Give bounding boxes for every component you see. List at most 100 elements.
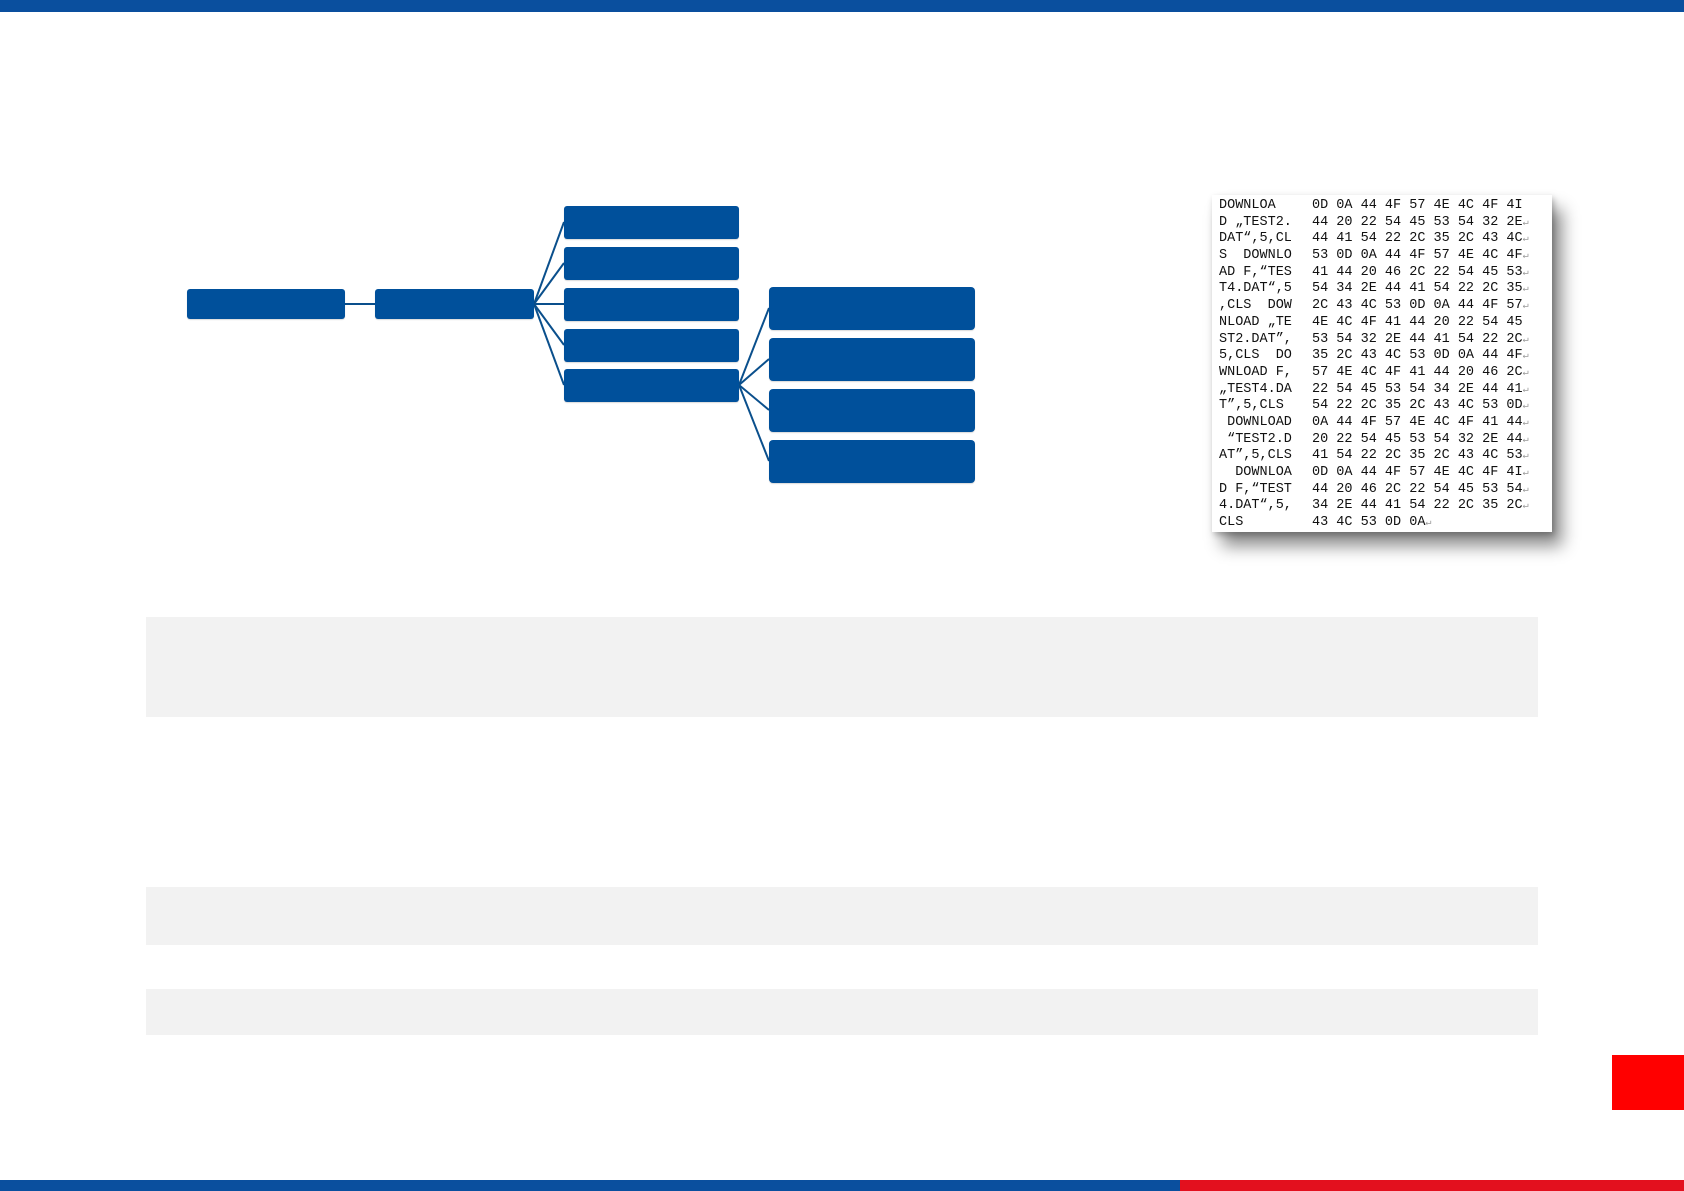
hierarchy-diagram <box>0 0 1684 560</box>
bottom-accent-bar <box>1180 1180 1684 1191</box>
hex-dump-row: NLOAD „TE 4E 4C 4F 41 44 20 22 54 45 <box>1219 315 1552 332</box>
hex-dump-row: DOWNLOA 0D 0A 44 4F 57 4E 4C 4F 4I↵ <box>1219 465 1552 482</box>
connector-second-b5 <box>533 303 565 386</box>
hex-dump-bytes: 44 20 22 54 45 53 54 32 2E↵ <box>1312 215 1548 232</box>
hex-dump-row: WNLOAD F, 57 4E 4C 4F 41 44 20 46 2C↵ <box>1219 365 1552 382</box>
hex-dump-byte-values: 44 41 54 22 2C 35 2C 43 4C <box>1312 231 1523 247</box>
hex-dump-text: T4.DAT“,5 <box>1219 281 1292 297</box>
bottom-brand-bar <box>0 1180 1180 1191</box>
top-brand-bar <box>0 0 1684 12</box>
hex-dump-text: AT”,5,CLS <box>1219 448 1292 464</box>
hex-dump-byte-values: 53 0D 0A 44 4F 57 4E 4C 4F <box>1312 248 1523 264</box>
node-level-3-item-4 <box>564 329 739 362</box>
line-break-mark: ↵ <box>1522 384 1529 396</box>
node-level-4-item-4 <box>769 440 975 483</box>
hex-dump-bytes: 54 22 2C 35 2C 43 4C 53 0D↵ <box>1312 398 1548 415</box>
hex-dump-byte-values: 0D 0A 44 4F 57 4E 4C 4F 4I <box>1312 465 1523 480</box>
hex-dump-row: T4.DAT“,5 54 34 2E 44 41 54 22 2C 35↵ <box>1219 281 1552 298</box>
hex-dump-text: NLOAD „TE <box>1219 314 1292 330</box>
connector-second-b4 <box>533 303 565 346</box>
line-break-mark: ↵ <box>1425 518 1432 530</box>
node-root <box>187 289 345 319</box>
hex-dump-text: D F,“TEST <box>1219 481 1292 497</box>
content-band-3 <box>146 989 1538 1035</box>
hex-dump-bytes: 20 22 54 45 53 54 32 2E 44↵ <box>1312 432 1548 449</box>
line-break-mark: ↵ <box>1522 351 1529 363</box>
hex-dump-text: DOWNLOA <box>1219 198 1276 213</box>
node-level-4-item-1 <box>769 287 975 330</box>
hex-dump-bytes: 44 41 54 22 2C 35 2C 43 4C↵ <box>1312 231 1548 248</box>
line-break-mark: ↵ <box>1522 301 1529 313</box>
hex-dump-byte-values: 53 54 32 2E 44 41 54 22 2C <box>1312 331 1523 347</box>
node-level-4-item-3 <box>769 389 975 432</box>
hex-dump-byte-values: 0A 44 4F 57 4E 4C 4F 41 44 <box>1312 414 1523 430</box>
hex-dump-bytes: 53 54 32 2E 44 41 54 22 2C↵ <box>1312 332 1548 349</box>
hex-dump-row: DOWNLOA 0D 0A 44 4F 57 4E 4C 4F 4I <box>1219 198 1552 215</box>
hex-dump-panel: DOWNLOA 0D 0A 44 4F 57 4E 4C 4F 4I D „TEST… <box>1212 195 1552 532</box>
hex-dump-bytes: 0A 44 4F 57 4E 4C 4F 41 44↵ <box>1312 415 1548 432</box>
line-break-mark: ↵ <box>1522 501 1529 513</box>
hex-dump-text: S DOWNLO <box>1219 248 1292 264</box>
line-break-mark: ↵ <box>1522 401 1529 413</box>
hex-dump-row: D F,“TEST 44 20 46 2C 22 54 45 53 54↵ <box>1219 482 1552 499</box>
page-marker <box>1612 1055 1684 1110</box>
line-break-mark: ↵ <box>1522 484 1529 496</box>
line-break-mark: ↵ <box>1522 434 1529 446</box>
hex-dump-row: D „TEST2. 44 20 22 54 45 53 54 32 2E↵ <box>1219 215 1552 232</box>
hex-dump-text: ,CLS DOW <box>1219 298 1292 314</box>
hex-dump-bytes: 43 4C 53 0D 0A↵ <box>1312 515 1548 532</box>
node-level-2 <box>375 289 534 319</box>
hex-dump-byte-values: 4E 4C 4F 41 44 20 22 54 45 <box>1312 314 1523 330</box>
line-break-mark: ↵ <box>1522 284 1529 296</box>
hex-dump-byte-values: 20 22 54 45 53 54 32 2E 44 <box>1312 431 1523 447</box>
hex-dump-byte-values: 44 20 46 2C 22 54 45 53 54 <box>1312 481 1523 497</box>
line-break-mark: ↵ <box>1522 417 1529 429</box>
hex-dump-byte-values: 43 4C 53 0D 0A <box>1312 515 1426 531</box>
hex-dump-bytes: 44 20 46 2C 22 54 45 53 54↵ <box>1312 482 1548 499</box>
hex-dump-text: ST2.DAT”, <box>1219 331 1292 347</box>
node-level-3-item-5 <box>564 369 739 402</box>
hex-dump-byte-values: 54 22 2C 35 2C 43 4C 53 0D <box>1312 398 1523 414</box>
hex-dump-bytes: 57 4E 4C 4F 41 44 20 46 2C↵ <box>1312 365 1548 382</box>
hex-dump-byte-values: 2C 43 4C 53 0D 0A 44 4F 57 <box>1312 298 1523 314</box>
hex-dump-text: D „TEST2. <box>1219 214 1292 230</box>
hex-dump-bytes: 41 44 20 46 2C 22 54 45 53↵ <box>1312 265 1548 282</box>
line-break-mark: ↵ <box>1522 468 1529 479</box>
hex-dump-byte-values: 44 20 22 54 45 53 54 32 2E <box>1312 214 1523 230</box>
hex-dump-text: DOWNLOA <box>1219 465 1292 480</box>
hex-dump-byte-values: 57 4E 4C 4F 41 44 20 46 2C <box>1312 364 1523 380</box>
hex-dump-row: AT”,5,CLS 41 54 22 2C 35 2C 43 4C 53↵ <box>1219 448 1552 465</box>
hex-dump-byte-values: 54 34 2E 44 41 54 22 2C 35 <box>1312 281 1523 297</box>
hex-dump-row: ,CLS DOW 2C 43 4C 53 0D 0A 44 4F 57↵ <box>1219 298 1552 315</box>
hex-dump-text: WNLOAD F, <box>1219 364 1292 380</box>
hex-dump-text: T”,5,CLS <box>1219 398 1284 414</box>
hex-dump-text: “TEST2.D <box>1219 431 1292 447</box>
content-band-2 <box>146 887 1538 945</box>
node-level-3-item-1 <box>564 206 739 239</box>
node-level-4-item-2 <box>769 338 975 381</box>
hex-dump-text: 4.DAT“,5, <box>1219 498 1292 514</box>
hex-dump-row: “TEST2.D 20 22 54 45 53 54 32 2E 44↵ <box>1219 432 1552 449</box>
hex-dump-text: 5,CLS DO <box>1219 348 1292 364</box>
hex-dump-byte-values: 41 44 20 46 2C 22 54 45 53 <box>1312 264 1523 280</box>
connector-second-b1 <box>533 221 565 305</box>
hex-dump-row: „TEST4.DA 22 54 45 53 54 34 2E 44 41↵ <box>1219 382 1552 399</box>
hex-dump-text: „TEST4.DA <box>1219 381 1292 397</box>
hex-dump-bytes: 53 0D 0A 44 4F 57 4E 4C 4F↵ <box>1312 248 1548 265</box>
hex-dump-bytes: 0D 0A 44 4F 57 4E 4C 4F 4I↵ <box>1312 465 1548 482</box>
hex-dump-byte-values: 41 54 22 2C 35 2C 43 4C 53 <box>1312 448 1523 464</box>
hex-dump-row: 4.DAT“,5, 34 2E 44 41 54 22 2C 35 2C↵ <box>1219 498 1552 515</box>
hex-dump-byte-values: 0D 0A 44 4F 57 4E 4C 4F 4I <box>1312 198 1523 213</box>
hex-dump-bytes: 22 54 45 53 54 34 2E 44 41↵ <box>1312 382 1548 399</box>
connector-lines <box>345 221 770 462</box>
hex-dump-byte-values: 34 2E 44 41 54 22 2C 35 2C <box>1312 498 1523 514</box>
hex-dump-row: ST2.DAT”, 53 54 32 2E 44 41 54 22 2C↵ <box>1219 332 1552 349</box>
hex-dump-bytes: 41 54 22 2C 35 2C 43 4C 53↵ <box>1312 448 1548 465</box>
hex-dump-text: AD F,“TES <box>1219 264 1292 280</box>
diagram-connectors <box>345 221 770 462</box>
line-break-mark: ↵ <box>1522 267 1529 279</box>
node-level-3-item-2 <box>564 247 739 280</box>
